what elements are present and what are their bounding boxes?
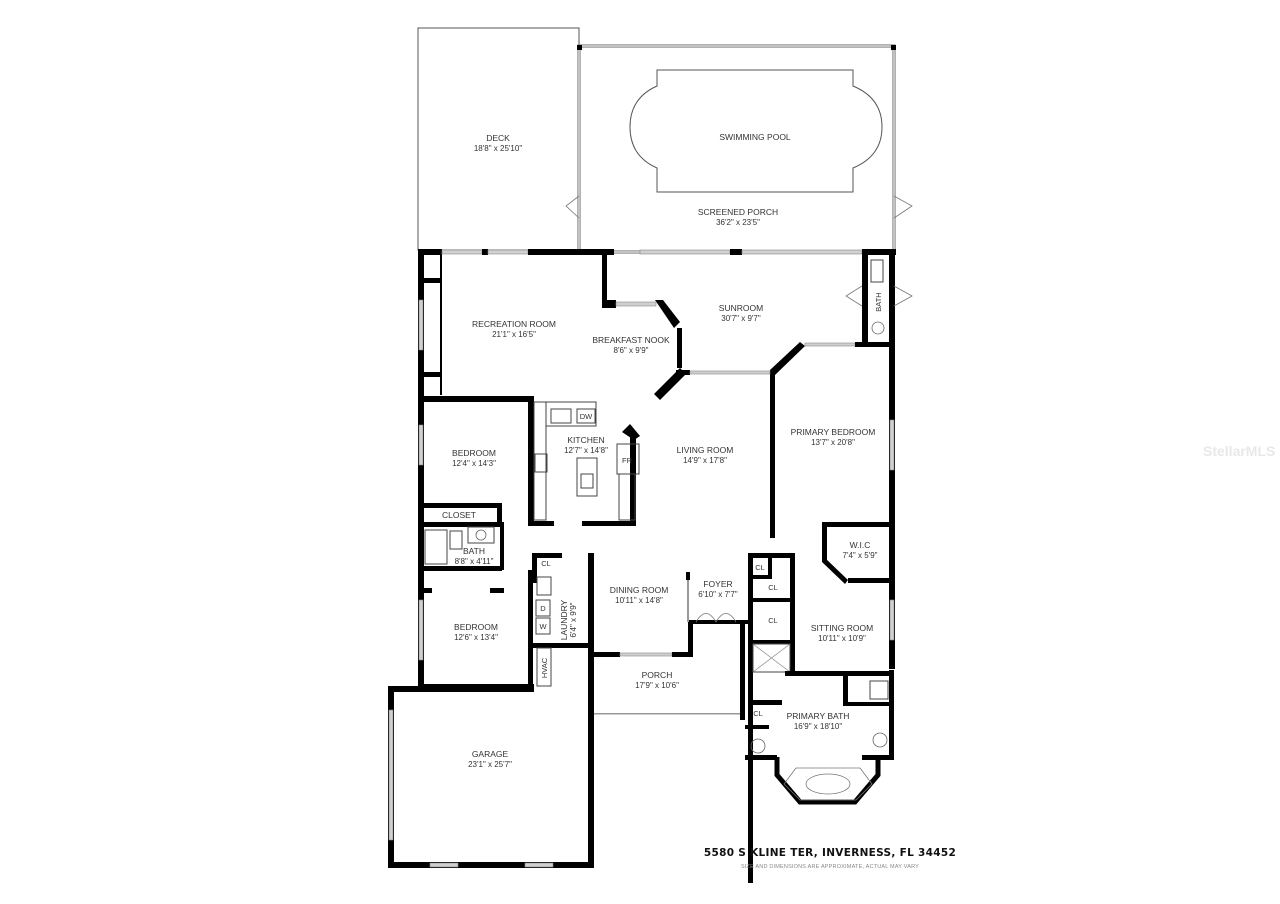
closet-cl-2: CL — [768, 583, 778, 592]
pool-label: SWIMMING POOL — [719, 132, 791, 142]
dining-room-dim: 10'11" x 14'8" — [615, 596, 663, 605]
foyer-label: FOYER — [703, 579, 732, 589]
bath2-label: BATH — [463, 546, 485, 556]
bedroom2-label: BEDROOM — [454, 622, 498, 632]
foyer-dim: 6'10" x 7'7" — [698, 590, 738, 599]
recreation-room-label: RECREATION ROOM — [472, 319, 556, 329]
room-labels: RECREATION ROOM 21'1" x 16'5" BREAKFAST … — [442, 292, 883, 769]
screened-porch-area: SWIMMING POOL SCREENED PORCH 36'2" x 23'… — [565, 44, 913, 254]
recreation-room-dim: 21'1" x 16'5" — [492, 330, 536, 339]
living-room-dim: 14'9" x 17'8" — [683, 456, 727, 465]
wic-dim: 7'4" x 5'9" — [843, 551, 878, 560]
dining-room-label: DINING ROOM — [610, 585, 669, 595]
breakfast-nook-dim: 8'6" x 9'9" — [614, 346, 649, 355]
screened-porch-dim: 36'2" x 23'5" — [716, 218, 760, 227]
bedroom1-dim: 12'4" x 14'3" — [452, 459, 496, 468]
sitting-room-dim: 10'11" x 10'9" — [818, 634, 866, 643]
deck-dim: 18'8" x 25'10" — [474, 144, 522, 153]
screened-porch-label: SCREENED PORCH — [698, 207, 778, 217]
dimensions-disclaimer: SIZE AND DIMENSIONS ARE APPROXIMATE, ACT… — [740, 864, 920, 870]
bedroom2-dim: 12'6" x 13'4" — [454, 633, 498, 642]
primary-bath-dim: 16'9" x 18'10" — [794, 722, 842, 731]
kitchen-label: KITCHEN — [567, 435, 604, 445]
garage-dim: 23'1" x 25'7" — [468, 760, 512, 769]
porch-label: PORCH — [642, 670, 673, 680]
laundry-label: LAUNDRY — [559, 599, 569, 640]
primary-bath-label: PRIMARY BATH — [787, 711, 850, 721]
living-room-label: LIVING ROOM — [677, 445, 734, 455]
kitchen-dim: 12'7" x 14'8" — [564, 446, 608, 455]
hvac-label: HVAC — [540, 657, 549, 678]
property-address: 5580 S KLINE TER, INVERNESS, FL 34452 — [703, 847, 957, 859]
breakfast-nook-label: BREAKFAST NOOK — [592, 335, 670, 345]
laundry-dim: 6'4" x 9'9" — [569, 602, 578, 637]
mls-watermark: StellarMLS — [1203, 443, 1276, 459]
sunroom-label: SUNROOM — [719, 303, 763, 313]
closet-cl-laundry: CL — [541, 559, 551, 568]
sitting-room-label: SITTING ROOM — [811, 623, 873, 633]
fixtures: DW FR D W HVAC CL CL CL CL CL — [424, 259, 913, 754]
swimming-pool-outline — [629, 69, 883, 193]
primary-bedroom-label: PRIMARY BEDROOM — [791, 427, 876, 437]
wic-label: W.I.C — [850, 540, 871, 550]
closet-cl-4: CL — [753, 709, 763, 718]
top-bath-label: BATH — [874, 292, 883, 311]
primary-bedroom-dim: 13'7" x 20'8" — [811, 438, 855, 447]
closet-cl-3: CL — [768, 616, 778, 625]
bedroom1-label: BEDROOM — [452, 448, 496, 458]
garage-label: GARAGE — [472, 749, 509, 759]
deck-area: DECK 18'8" x 25'10" — [417, 27, 580, 251]
closet-cl-1: CL — [755, 563, 765, 572]
bath2-dim: 8'8" x 4'11" — [455, 557, 494, 566]
washer-label: W — [539, 622, 547, 631]
sunroom-dim: 30'7" x 9'7" — [721, 314, 761, 323]
dryer-label: D — [540, 604, 546, 613]
porch-dim: 17'9" x 10'6" — [635, 681, 679, 690]
closet-label: CLOSET — [442, 510, 476, 520]
dishwasher-label: DW — [580, 412, 593, 421]
deck-label: DECK — [486, 133, 510, 143]
fridge-label: FR — [622, 456, 633, 465]
house-walls — [388, 249, 896, 883]
